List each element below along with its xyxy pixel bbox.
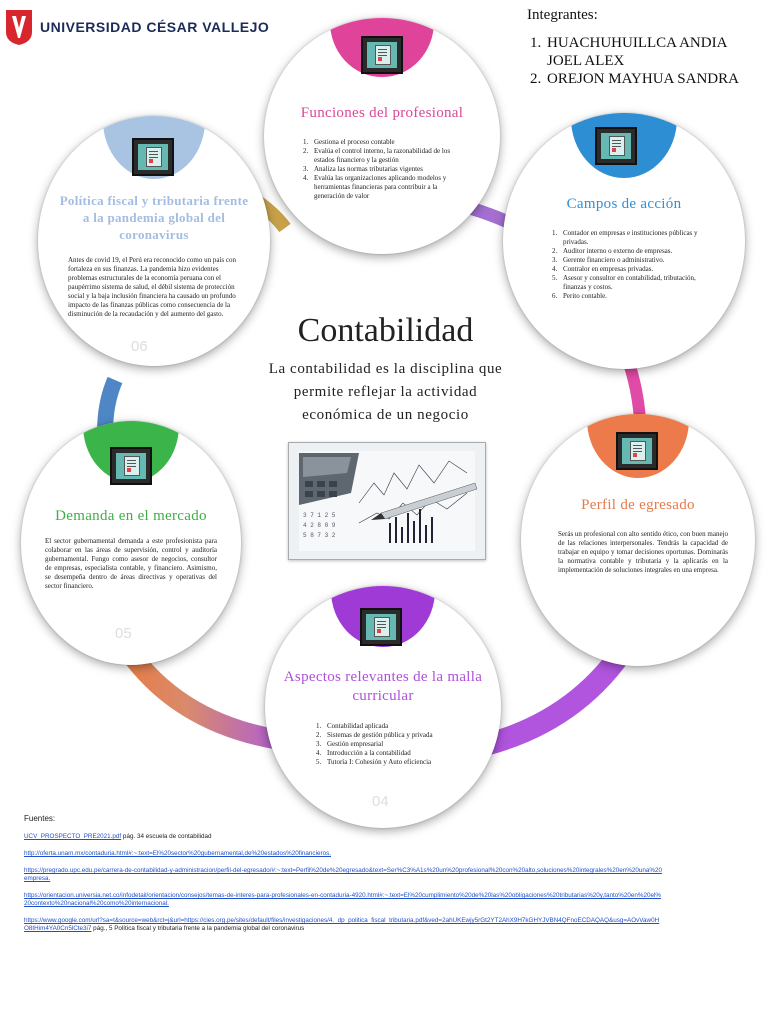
list-item: Gerente financiero o administrativo. xyxy=(559,256,710,265)
finance-photo: 3 7 1 2 5 4 2 8 0 9 5 8 7 3 2 xyxy=(288,442,486,560)
list-item: Perito contable. xyxy=(559,292,710,301)
sources-section: Fuentes: UCV_PROSPECTO_PRE2021.pdf pág. … xyxy=(24,815,664,942)
svg-text:4 2 8 0 9: 4 2 8 0 9 xyxy=(303,522,336,529)
circle-aspectos: Aspectos relevantes de la malla curricul… xyxy=(265,586,501,828)
source-link[interactable]: UCV_PROSPECTO_PRE2021.pdf xyxy=(24,833,122,840)
document-icon xyxy=(360,608,402,646)
members-block: Integrantes: HUACHUHUILLCA ANDIA JOEL AL… xyxy=(527,6,763,88)
list-item: Evalúa las organizaciones aplicando mode… xyxy=(310,174,466,201)
circle-body: El sector gubernamental demanda a este p… xyxy=(45,537,217,591)
circle-perfil: Perfil de egresado Serás un profesional … xyxy=(521,414,755,666)
ring-arc-right xyxy=(622,358,646,421)
circle-title: Campos de acción xyxy=(566,196,682,212)
sources-heading: Fuentes: xyxy=(24,814,56,823)
svg-text:5 8 7 3 2: 5 8 7 3 2 xyxy=(303,532,336,539)
source-link[interactable]: https://www.google.com/url?sa=t&source=w… xyxy=(24,917,660,932)
circle-politica: Política fiscal y tributaria frente a la… xyxy=(38,116,270,366)
university-logo: UNIVERSIDAD CÉSAR VALLEJO xyxy=(4,8,269,48)
document-icon xyxy=(616,432,658,470)
document-icon xyxy=(132,138,174,176)
document-icon xyxy=(595,127,637,165)
circle-text: El sector gubernamental demanda a este p… xyxy=(45,537,217,590)
circle-campos: Campos de acción Contador en empresas e … xyxy=(503,113,745,369)
university-crest-icon xyxy=(6,10,32,45)
document-icon xyxy=(110,447,152,485)
member-item: HUACHUHUILLCA ANDIA JOEL ALEX xyxy=(545,34,763,70)
source-item: UCV_PROSPECTO_PRE2021.pdf pág. 34 escuel… xyxy=(24,833,664,841)
members-heading: Integrantes: xyxy=(527,7,598,23)
source-item: http://oferta.unam.mx/contaduria.html#:~… xyxy=(24,850,664,858)
circle-title: Demanda en el mercado xyxy=(55,508,207,524)
member-item: OREJON MAYHUA SANDRA xyxy=(545,70,763,88)
step-number: 04 xyxy=(372,793,389,810)
circle-text: Antes de covid 19, el Perú era reconocid… xyxy=(68,256,236,318)
circle-funciones: Funciones del profesional Gestiona el pr… xyxy=(264,18,500,254)
source-suffix: pág., 5 Política fiscal y tributaria fre… xyxy=(91,925,305,932)
list-item: Tutoría I: Cohesión y Auto eficiencia xyxy=(323,758,469,767)
list-item: Contabilidad aplicada xyxy=(323,722,469,731)
main-title: Contabilidad xyxy=(297,312,474,349)
circle-title: Perfil de egresado xyxy=(581,497,695,513)
list-item: Contralor en empresas privadas. xyxy=(559,265,710,274)
document-icon xyxy=(361,36,403,74)
circle-text: Serás un profesional con alto sentido ét… xyxy=(558,530,728,574)
source-item: https://pregrado.upc.edu.pe/carrera-de-c… xyxy=(24,867,664,883)
circle-body: Serás un profesional con alto sentido ét… xyxy=(558,530,728,575)
source-link[interactable]: http://oferta.unam.mx/contaduria.html#:~… xyxy=(24,850,331,857)
list-item: Evalúa el control interno, la razonabili… xyxy=(310,147,466,165)
university-name: UNIVERSIDAD CÉSAR VALLEJO xyxy=(40,19,270,35)
circle-body: Gestiona el proceso contable Evalúa el c… xyxy=(296,138,466,201)
source-link[interactable]: https://pregrado.upc.edu.pe/carrera-de-c… xyxy=(24,867,662,882)
list-item: Contador en empresas e instituciones púb… xyxy=(559,229,710,247)
list-item: Introducción a la contabilidad xyxy=(323,749,469,758)
circle-body: Contador en empresas e instituciones púb… xyxy=(545,229,710,301)
main-subtitle: La contabilidad es la disciplina que per… xyxy=(268,361,503,423)
svg-text:3 7 1 2 5: 3 7 1 2 5 xyxy=(303,512,336,519)
circle-title: Política fiscal y tributaria frente a la… xyxy=(59,193,249,242)
circle-body: Antes de covid 19, el Perú era reconocid… xyxy=(68,256,240,319)
source-item: https://orientacion.universia.net.co/inf… xyxy=(24,892,664,908)
step-number: 06 xyxy=(131,338,148,355)
list-item: Gestiona el proceso contable xyxy=(310,138,466,147)
circle-title: Aspectos relevantes de la malla curricul… xyxy=(283,669,483,704)
list-item: Gestión empresarial xyxy=(323,740,469,749)
list-item: Auditor interno o externo de empresas. xyxy=(559,247,710,256)
source-item: https://www.google.com/url?sa=t&source=w… xyxy=(24,917,664,933)
source-suffix: pág. 34 escuela de contabilidad xyxy=(121,833,212,840)
step-number: 05 xyxy=(115,625,132,642)
circle-body: Contabilidad aplicada Sistemas de gestió… xyxy=(309,722,469,767)
source-link[interactable]: https://orientacion.universia.net.co/inf… xyxy=(24,892,661,907)
calculator-pen-image: 3 7 1 2 5 4 2 8 0 9 5 8 7 3 2 xyxy=(289,443,485,559)
members-list: HUACHUHUILLCA ANDIA JOEL ALEX OREJON MAY… xyxy=(527,34,763,88)
list-item: Asesor y consultor en contabilidad, trib… xyxy=(559,274,710,292)
circle-title: Funciones del profesional xyxy=(300,105,464,121)
list-item: Sistemas de gestión pública y privada xyxy=(323,731,469,740)
circle-demanda: Demanda en el mercado El sector gubernam… xyxy=(21,421,241,665)
list-item: Analiza las normas tributarias vigentes xyxy=(310,165,466,174)
